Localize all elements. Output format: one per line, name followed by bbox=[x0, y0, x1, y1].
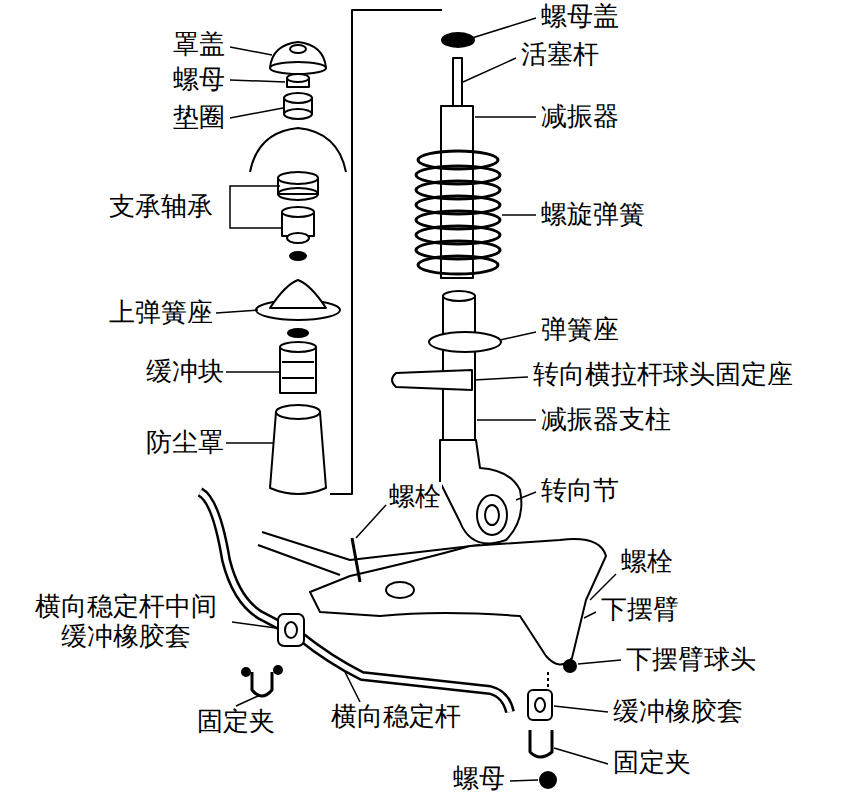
part-label: 螺栓 bbox=[620, 547, 674, 577]
part-label: 螺母盖 bbox=[540, 2, 620, 32]
part-label: 弹簧座 bbox=[540, 315, 620, 345]
part-label: 缓冲橡胶套 bbox=[612, 697, 744, 727]
part-label: 支承轴承 bbox=[108, 192, 214, 222]
part-label: 转向节 bbox=[540, 476, 620, 506]
part-label: 上弹簧座 bbox=[108, 298, 214, 328]
part-label: 下摆臂 bbox=[600, 595, 680, 625]
part-label: 下摆臂球头 bbox=[625, 645, 757, 675]
part-label: 防尘罩 bbox=[145, 428, 225, 458]
part-label: 缓冲块 bbox=[145, 357, 225, 387]
part-label: 螺旋弹簧 bbox=[540, 200, 646, 230]
part-label: 垫圈 bbox=[172, 103, 226, 133]
part-label: 螺栓 bbox=[388, 482, 442, 512]
part-label: 罩盖 bbox=[172, 30, 226, 60]
part-label: 活塞杆 bbox=[520, 40, 600, 70]
part-label: 横向稳定杆 bbox=[330, 702, 462, 732]
part-label: 固定夹 bbox=[196, 707, 276, 737]
part-label: 横向稳定杆中间 缓冲橡胶套 bbox=[22, 592, 230, 652]
part-label: 减振器支柱 bbox=[540, 405, 672, 435]
part-label: 固定夹 bbox=[612, 748, 692, 778]
part-label: 螺母 bbox=[452, 764, 506, 794]
part-label: 减振器 bbox=[540, 102, 620, 132]
part-label: 转向横拉杆球头固定座 bbox=[532, 360, 794, 390]
part-label: 螺母 bbox=[172, 65, 226, 95]
